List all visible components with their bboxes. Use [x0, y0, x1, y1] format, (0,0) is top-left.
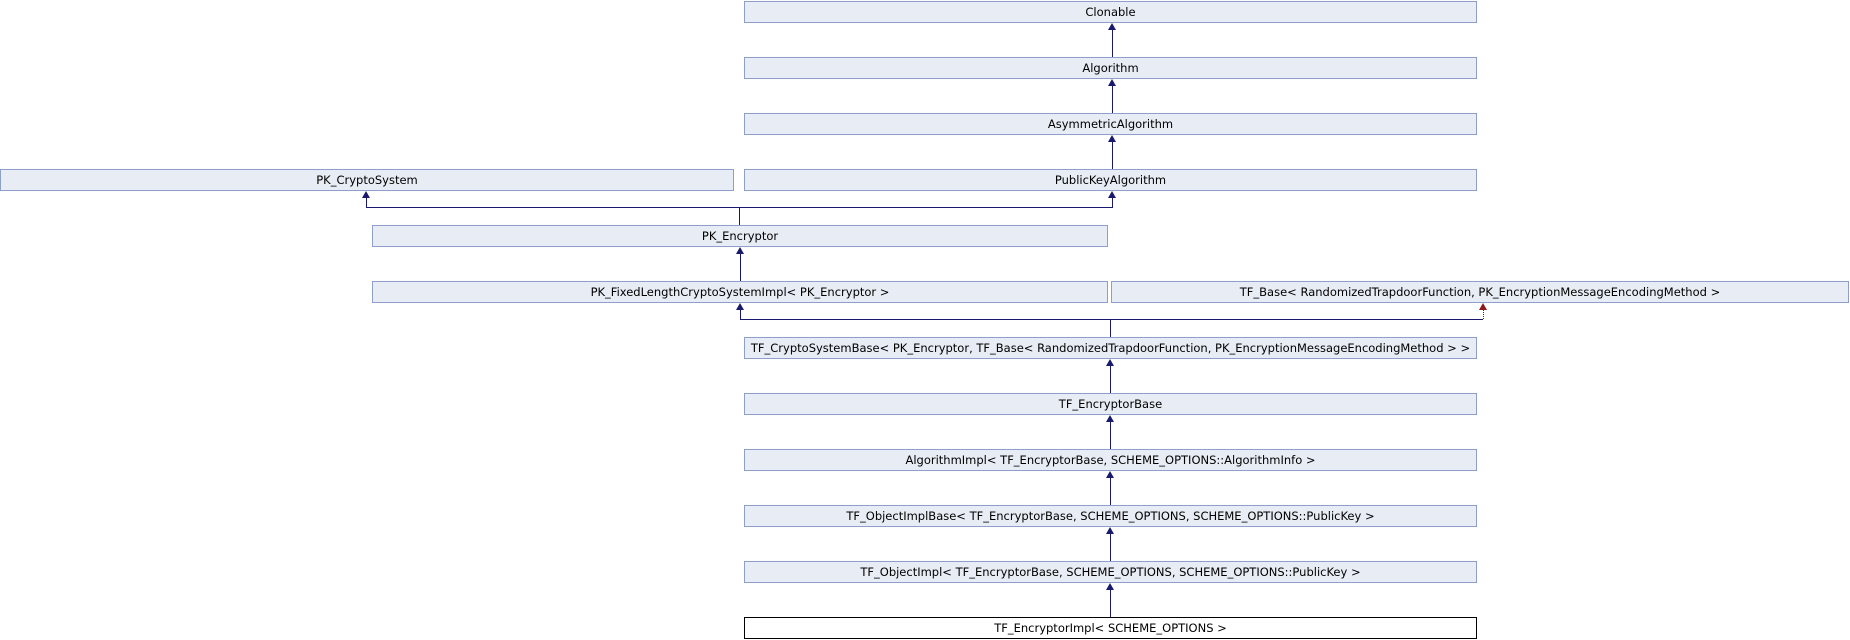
arrow-up-icon [1106, 471, 1114, 478]
class-node-pk-fixedlength-cryptosystemimpl[interactable]: PK_FixedLengthCryptoSystemImpl< PK_Encry… [372, 281, 1108, 303]
class-node-label: TF_CryptoSystemBase< PK_Encryptor, TF_Ba… [750, 341, 1471, 355]
arrow-up-icon [1108, 191, 1116, 198]
arrow-up-icon [736, 303, 744, 310]
class-node-label: PK_FixedLengthCryptoSystemImpl< PK_Encry… [590, 285, 890, 299]
inheritance-edge-line [740, 310, 741, 320]
class-node-label: TF_ObjectImpl< TF_EncryptorBase, SCHEME_… [860, 565, 1361, 579]
class-node-pk-cryptosystem[interactable]: PK_CryptoSystem [0, 169, 734, 191]
arrow-up-icon [1106, 583, 1114, 590]
arrow-up-icon [1106, 527, 1114, 534]
inheritance-edge-line [1110, 319, 1111, 337]
arrow-up-icon [1108, 79, 1116, 86]
inheritance-edge-line [1110, 590, 1111, 617]
inheritance-edge-line [366, 198, 367, 208]
class-node-tf-encryptorbase[interactable]: TF_EncryptorBase [744, 393, 1477, 415]
inheritance-edge-line [1112, 30, 1113, 57]
inheritance-edge-line [1112, 86, 1113, 113]
arrow-up-icon [736, 247, 744, 254]
class-node-tf-cryptosystembase[interactable]: TF_CryptoSystemBase< PK_Encryptor, TF_Ba… [744, 337, 1477, 359]
class-node-label: PK_CryptoSystem [316, 173, 418, 187]
class-node-label: TF_Base< RandomizedTrapdoorFunction, PK_… [1239, 285, 1721, 299]
arrow-up-icon [1106, 415, 1114, 422]
class-node-label: Clonable [1085, 5, 1136, 19]
inheritance-edge-line [1110, 366, 1111, 393]
class-node-label: TF_EncryptorImpl< SCHEME_OPTIONS > [994, 621, 1227, 635]
inheritance-edge-line [1110, 422, 1111, 449]
class-node-label: TF_ObjectImplBase< TF_EncryptorBase, SCH… [846, 509, 1375, 523]
class-node-label: TF_EncryptorBase [1058, 397, 1163, 411]
class-node-algorithmimpl[interactable]: AlgorithmImpl< TF_EncryptorBase, SCHEME_… [744, 449, 1477, 471]
arrow-up-icon [362, 191, 370, 198]
class-node-clonable[interactable]: Clonable [744, 1, 1477, 23]
inheritance-edge-line [1112, 142, 1113, 169]
inheritance-edge-line [1112, 198, 1113, 208]
class-node-tf-objectimplbase[interactable]: TF_ObjectImplBase< TF_EncryptorBase, SCH… [744, 505, 1477, 527]
inheritance-edge-line [1110, 478, 1111, 505]
inheritance-edge-line [1110, 534, 1111, 561]
class-node-label: Algorithm [1082, 61, 1139, 75]
arrow-up-icon [1479, 303, 1487, 310]
inheritance-edge-line [740, 254, 741, 281]
arrow-up-icon [1106, 359, 1114, 366]
class-node-tf-base[interactable]: TF_Base< RandomizedTrapdoorFunction, PK_… [1111, 281, 1849, 303]
arrow-up-icon [1108, 135, 1116, 142]
class-node-publickey-algorithm[interactable]: PublicKeyAlgorithm [744, 169, 1477, 191]
class-node-tf-encryptorimpl: TF_EncryptorImpl< SCHEME_OPTIONS > [744, 617, 1477, 639]
class-node-label: AsymmetricAlgorithm [1047, 117, 1174, 131]
class-node-tf-objectimpl[interactable]: TF_ObjectImpl< TF_EncryptorBase, SCHEME_… [744, 561, 1477, 583]
class-node-pk-encryptor[interactable]: PK_Encryptor [372, 225, 1108, 247]
arrow-up-icon [1108, 23, 1116, 30]
class-node-algorithm[interactable]: Algorithm [744, 57, 1477, 79]
class-node-label: PK_Encryptor [701, 229, 779, 243]
inheritance-edge-line [1483, 310, 1484, 319]
inheritance-edge-line [740, 319, 1483, 320]
class-node-asymmetric-algorithm[interactable]: AsymmetricAlgorithm [744, 113, 1477, 135]
inheritance-edge-line [739, 207, 740, 225]
class-node-label: AlgorithmImpl< TF_EncryptorBase, SCHEME_… [905, 453, 1316, 467]
class-node-label: PublicKeyAlgorithm [1054, 173, 1167, 187]
